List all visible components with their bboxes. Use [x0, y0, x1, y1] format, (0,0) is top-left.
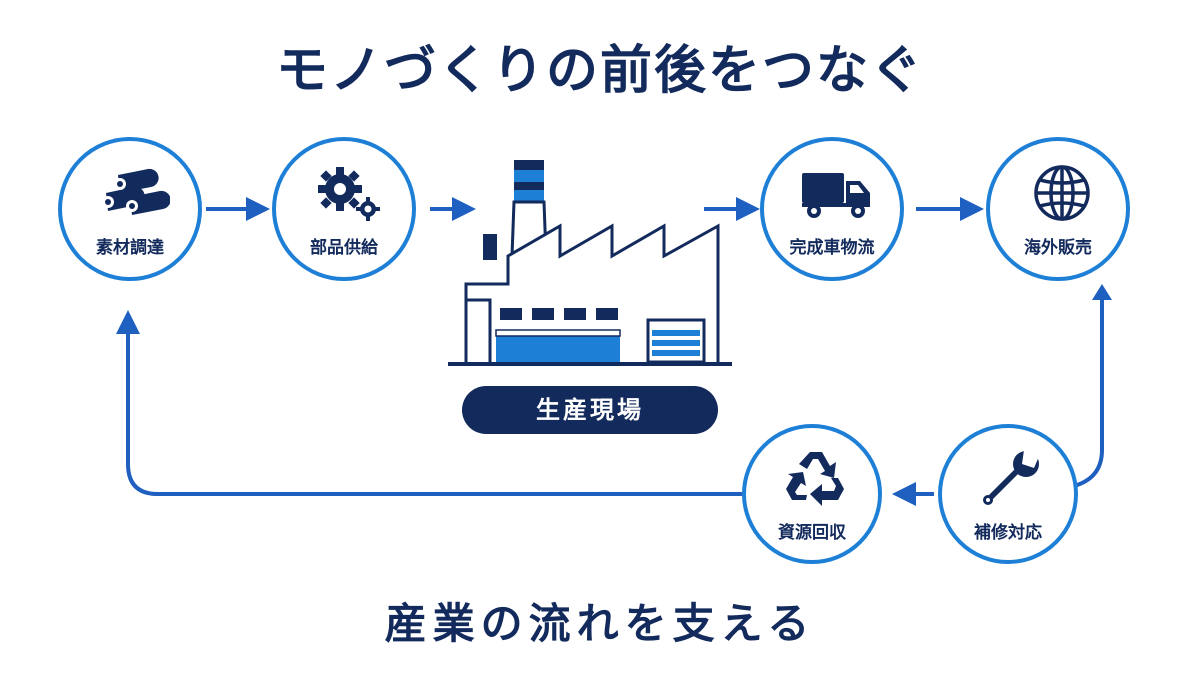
arrow-recycle-to-materials [116, 310, 742, 496]
node-logistics: 完成車物流 [760, 137, 904, 281]
node-label: 資源回収 [778, 523, 846, 543]
node-label: 補修対応 [974, 523, 1042, 543]
diagram-subtitle: 産業の流れを支える [384, 599, 816, 648]
pipes-icon [102, 168, 170, 215]
factory-label: 生産現場 [462, 386, 718, 434]
node-overseas: 海外販売 [986, 137, 1130, 281]
node-repair: 補修対応 [938, 424, 1078, 564]
globe-icon [1034, 165, 1090, 221]
truck-icon [802, 173, 870, 218]
arrow-overseas-up-head [1092, 284, 1112, 300]
node-label: 部品供給 [310, 238, 378, 258]
recycle-icon [786, 452, 844, 506]
wrench-icon [983, 450, 1040, 505]
diagram-title: モノづくりの前後をつなぐ [275, 41, 924, 101]
node-parts: 部品供給 [272, 137, 416, 281]
node-materials: 素材調達 [58, 137, 202, 281]
node-label: 完成車物流 [789, 238, 875, 258]
gears-icon [318, 167, 380, 221]
node-label: 素材調達 [96, 238, 164, 258]
node-recycle: 資源回収 [742, 424, 882, 564]
node-label: 海外販売 [1024, 238, 1092, 258]
arrow-overseas-to-repair [1073, 298, 1104, 488]
